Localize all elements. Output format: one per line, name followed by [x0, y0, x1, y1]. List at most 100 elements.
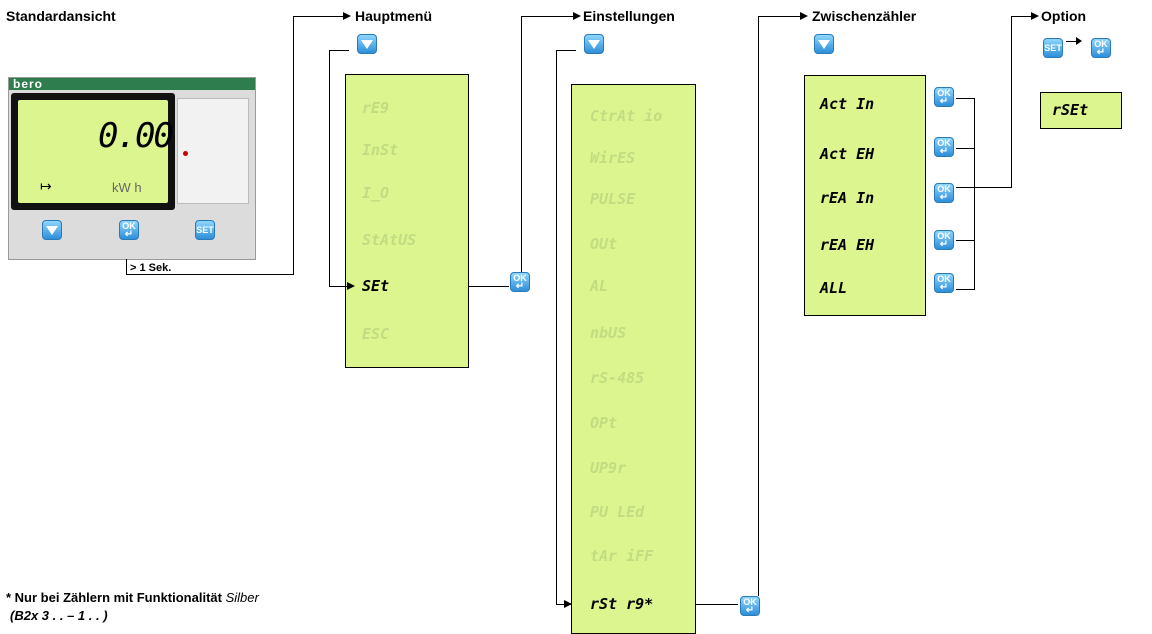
- down-button[interactable]: [357, 34, 377, 54]
- lcd-screen: 0.00 ↦ kW h: [18, 100, 174, 203]
- arrow-right-icon: [1076, 37, 1082, 45]
- connector-line: [329, 50, 330, 286]
- ok-label: OK: [513, 273, 527, 283]
- set-label: SET: [1044, 43, 1062, 53]
- ok-label: OK: [937, 274, 951, 284]
- set-label: SET: [196, 225, 214, 235]
- settings-item-out[interactable]: OUt: [590, 235, 618, 253]
- settings-item-upgr[interactable]: UP9r: [590, 459, 627, 477]
- settings-item-mbus[interactable]: nbUS: [590, 324, 627, 342]
- hold-duration-label: > 1 Sek.: [130, 262, 172, 274]
- counter-item-act-eh[interactable]: Act EH: [820, 145, 875, 163]
- arrow-right-icon: [343, 12, 351, 20]
- device-down-button[interactable]: [42, 220, 62, 240]
- device-ok-button[interactable]: OK↵: [119, 220, 139, 240]
- return-icon: ↵: [1096, 47, 1106, 58]
- connector-line: [329, 286, 347, 287]
- down-triangle-icon: [46, 226, 58, 235]
- ok-label: OK: [937, 184, 951, 194]
- ok-label: OK: [743, 597, 757, 607]
- connector-line: [329, 50, 349, 51]
- connector-line: [1011, 16, 1031, 17]
- down-button[interactable]: [814, 34, 834, 54]
- set-button[interactable]: SET: [1043, 38, 1063, 58]
- return-icon: ↵: [939, 146, 949, 157]
- meter-device: bero 0.00 ↦ kW h OK↵ SET: [8, 77, 256, 260]
- menu-item-inst[interactable]: InSt: [362, 141, 399, 159]
- menu-item-esc[interactable]: ESC: [362, 325, 390, 343]
- ok-button[interactable]: OK↵: [510, 272, 530, 292]
- header-intermediate-counter: Zwischenzähler: [812, 8, 917, 24]
- return-icon: ↵: [124, 229, 134, 240]
- down-button[interactable]: [584, 34, 604, 54]
- ok-label: OK: [122, 221, 136, 231]
- arrow-right-icon: [800, 12, 808, 20]
- main-menu-panel: [345, 74, 469, 368]
- ok-label: OK: [937, 138, 951, 148]
- ok-button[interactable]: OK↵: [740, 596, 760, 616]
- ok-button[interactable]: OK↵: [934, 273, 954, 293]
- return-icon: ↵: [939, 239, 949, 250]
- ok-button[interactable]: OK↵: [934, 230, 954, 250]
- connector-line: [521, 16, 573, 17]
- settings-item-ctrat[interactable]: CtrAt io: [590, 107, 663, 125]
- option-panel: [1040, 92, 1122, 129]
- connector-line: [956, 240, 974, 241]
- ok-label: OK: [937, 231, 951, 241]
- arrow-right-icon: [573, 12, 581, 20]
- settings-item-pulse[interactable]: PULSE: [590, 190, 636, 208]
- ok-button[interactable]: OK↵: [1091, 38, 1111, 58]
- connector-line: [974, 98, 975, 290]
- counter-item-rea-eh[interactable]: rEA EH: [820, 236, 875, 254]
- brand-bar: bero: [9, 77, 255, 91]
- option-item-rset[interactable]: rSEt: [1052, 101, 1089, 119]
- ok-button[interactable]: OK↵: [934, 137, 954, 157]
- down-triangle-icon: [588, 40, 600, 49]
- counter-item-all[interactable]: ALL: [820, 279, 848, 297]
- display-bezel: 0.00 ↦ kW h: [11, 93, 175, 210]
- settings-item-opt[interactable]: OPt: [590, 414, 618, 432]
- intermediate-counter-panel: [804, 75, 926, 316]
- connector-line: [126, 274, 294, 275]
- connector-line: [1011, 16, 1012, 187]
- settings-item-rs485[interactable]: rS-485: [590, 369, 645, 387]
- return-icon: ↵: [939, 282, 949, 293]
- ok-label: OK: [1094, 39, 1108, 49]
- settings-item-rst-rg[interactable]: rSt r9*: [590, 595, 654, 613]
- ok-button[interactable]: OK↵: [934, 87, 954, 107]
- connector-line: [956, 98, 974, 99]
- settings-item-tariff[interactable]: tAr iFF: [590, 547, 654, 565]
- connector-line: [293, 16, 343, 17]
- menu-item-set[interactable]: SEt: [362, 277, 390, 295]
- side-panel: [177, 98, 249, 204]
- settings-item-wires[interactable]: WirES: [590, 149, 636, 167]
- return-icon: ↵: [745, 605, 755, 616]
- return-icon: ↵: [939, 96, 949, 107]
- footnote-model-range: (B2x 3 . . – 1 . . ): [10, 608, 108, 623]
- connector-line: [556, 50, 576, 51]
- footnote-italic: Silber: [225, 590, 259, 605]
- settings-item-al[interactable]: AL: [590, 277, 609, 295]
- brand-logo: bero: [13, 77, 44, 91]
- device-set-button[interactable]: SET: [195, 220, 215, 240]
- counter-item-act-in[interactable]: Act In: [820, 95, 875, 113]
- header-settings: Einstellungen: [583, 8, 675, 24]
- ok-button[interactable]: OK↵: [934, 183, 954, 203]
- footnote: * Nur bei Zählern mit Funktionalität Sil…: [6, 589, 259, 606]
- connector-line: [293, 16, 294, 274]
- menu-item-reg[interactable]: rE9: [362, 99, 390, 117]
- menu-item-status[interactable]: StAtUS: [362, 231, 417, 249]
- connector-line: [956, 187, 1012, 188]
- down-triangle-icon: [361, 40, 373, 49]
- settings-item-pu-led[interactable]: PU LEd: [590, 503, 645, 521]
- led-indicator: [183, 151, 188, 156]
- counter-item-rea-in[interactable]: rEA In: [820, 189, 875, 207]
- connector-line: [126, 259, 127, 274]
- arrow-right-icon: [347, 282, 355, 290]
- connector-line: [556, 50, 557, 604]
- connector-line: [758, 16, 800, 17]
- header-standard-view: Standardansicht: [6, 8, 116, 24]
- footnote-text: * Nur bei Zählern mit Funktionalität: [6, 590, 226, 605]
- down-triangle-icon: [818, 40, 830, 49]
- menu-item-io[interactable]: I_O: [362, 184, 390, 202]
